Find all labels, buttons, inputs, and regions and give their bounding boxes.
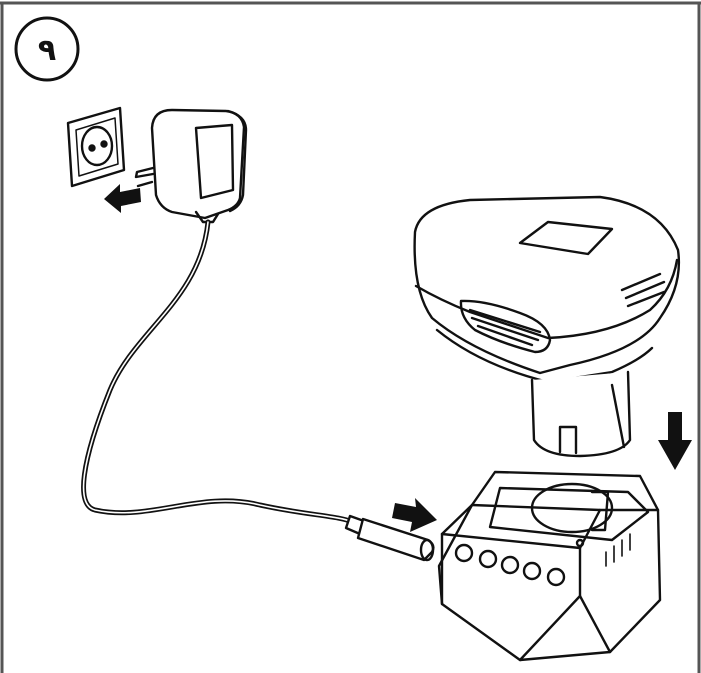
wall-socket-icon <box>66 106 126 188</box>
dc-plug-icon <box>344 514 435 562</box>
power-cable <box>81 219 355 525</box>
step-badge: ٩ <box>14 16 80 82</box>
step-badge-circle <box>14 16 80 82</box>
battery-pack-icon <box>413 195 681 458</box>
arrow-right-icon <box>392 498 437 532</box>
arrow-left-icon <box>104 184 141 213</box>
arrow-down-icon <box>658 412 692 470</box>
charger-base-icon <box>437 470 662 662</box>
power-adapter-icon <box>134 108 248 224</box>
step-number: ٩ <box>38 33 56 68</box>
